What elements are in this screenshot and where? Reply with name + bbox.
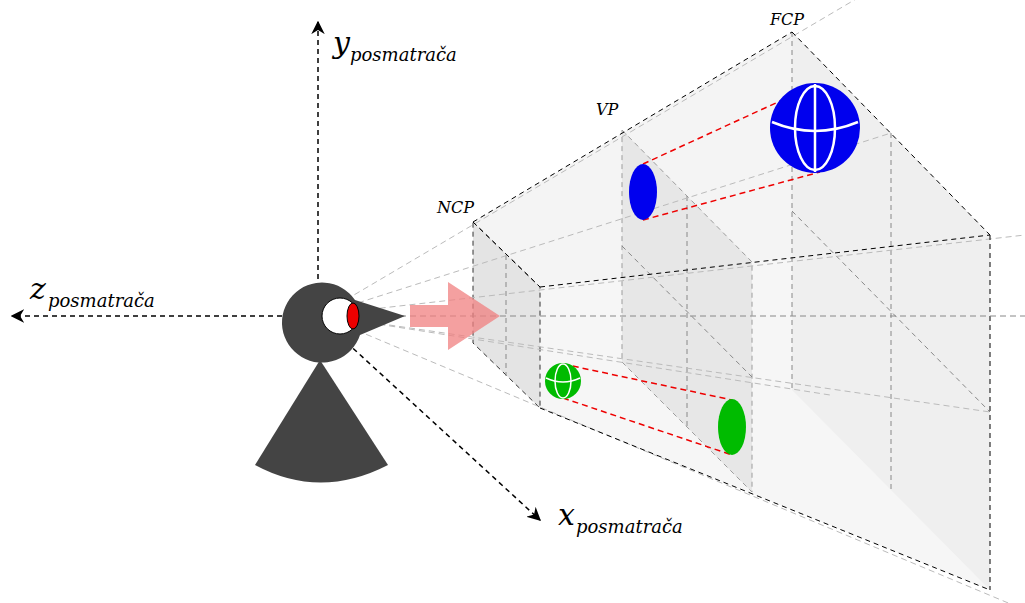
axis-subscript: posmatrača	[350, 46, 457, 64]
axis-letter: x	[558, 500, 575, 530]
axis-letter: z	[30, 274, 46, 304]
axis-subscript: posmatrača	[576, 518, 683, 536]
plane-label: FCP	[770, 12, 804, 28]
axis-letter: y	[333, 28, 350, 58]
plane-label: VP	[596, 102, 618, 118]
plane-label: NCP	[437, 200, 474, 216]
axis-subscript: posmatrača	[48, 292, 155, 310]
